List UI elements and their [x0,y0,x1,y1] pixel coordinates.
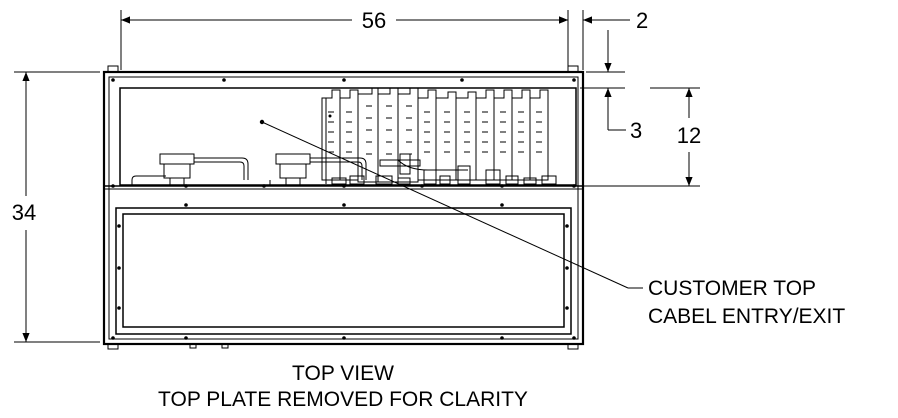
callout-line-2: CABEL ENTRY/EXIT [648,305,845,328]
cable-entry-callout: CUSTOMER TOP CABEL ENTRY/EXIT [261,121,845,328]
dim-flange-width-label: 2 [636,8,648,33]
dimension-overall-width: 56 [120,8,569,70]
lower-panel [115,207,572,335]
breaker-modules [321,87,557,185]
upper-compartment [104,87,583,190]
dim-top-offset-label: 3 [630,118,642,143]
dim-overall-depth-label: 34 [12,200,36,225]
caption-title: TOP VIEW [292,362,394,385]
dimension-top-offset: 3 [580,30,642,143]
view-caption: TOP VIEW TOP PLATE REMOVED FOR CLARITY [158,362,528,411]
bolt-holes [111,78,576,340]
dim-compartment-depth-label: 12 [677,123,701,148]
dim-overall-width-label: 56 [362,8,386,33]
dimension-compartment-depth: 12 [583,87,701,187]
dimension-overall-depth: 34 [12,71,100,343]
dimension-flange-width: 2 [552,8,648,70]
callout-line-1: CUSTOMER TOP [648,277,816,300]
cable-lugs [131,153,367,187]
caption-subtitle: TOP PLATE REMOVED FOR CLARITY [158,388,528,411]
